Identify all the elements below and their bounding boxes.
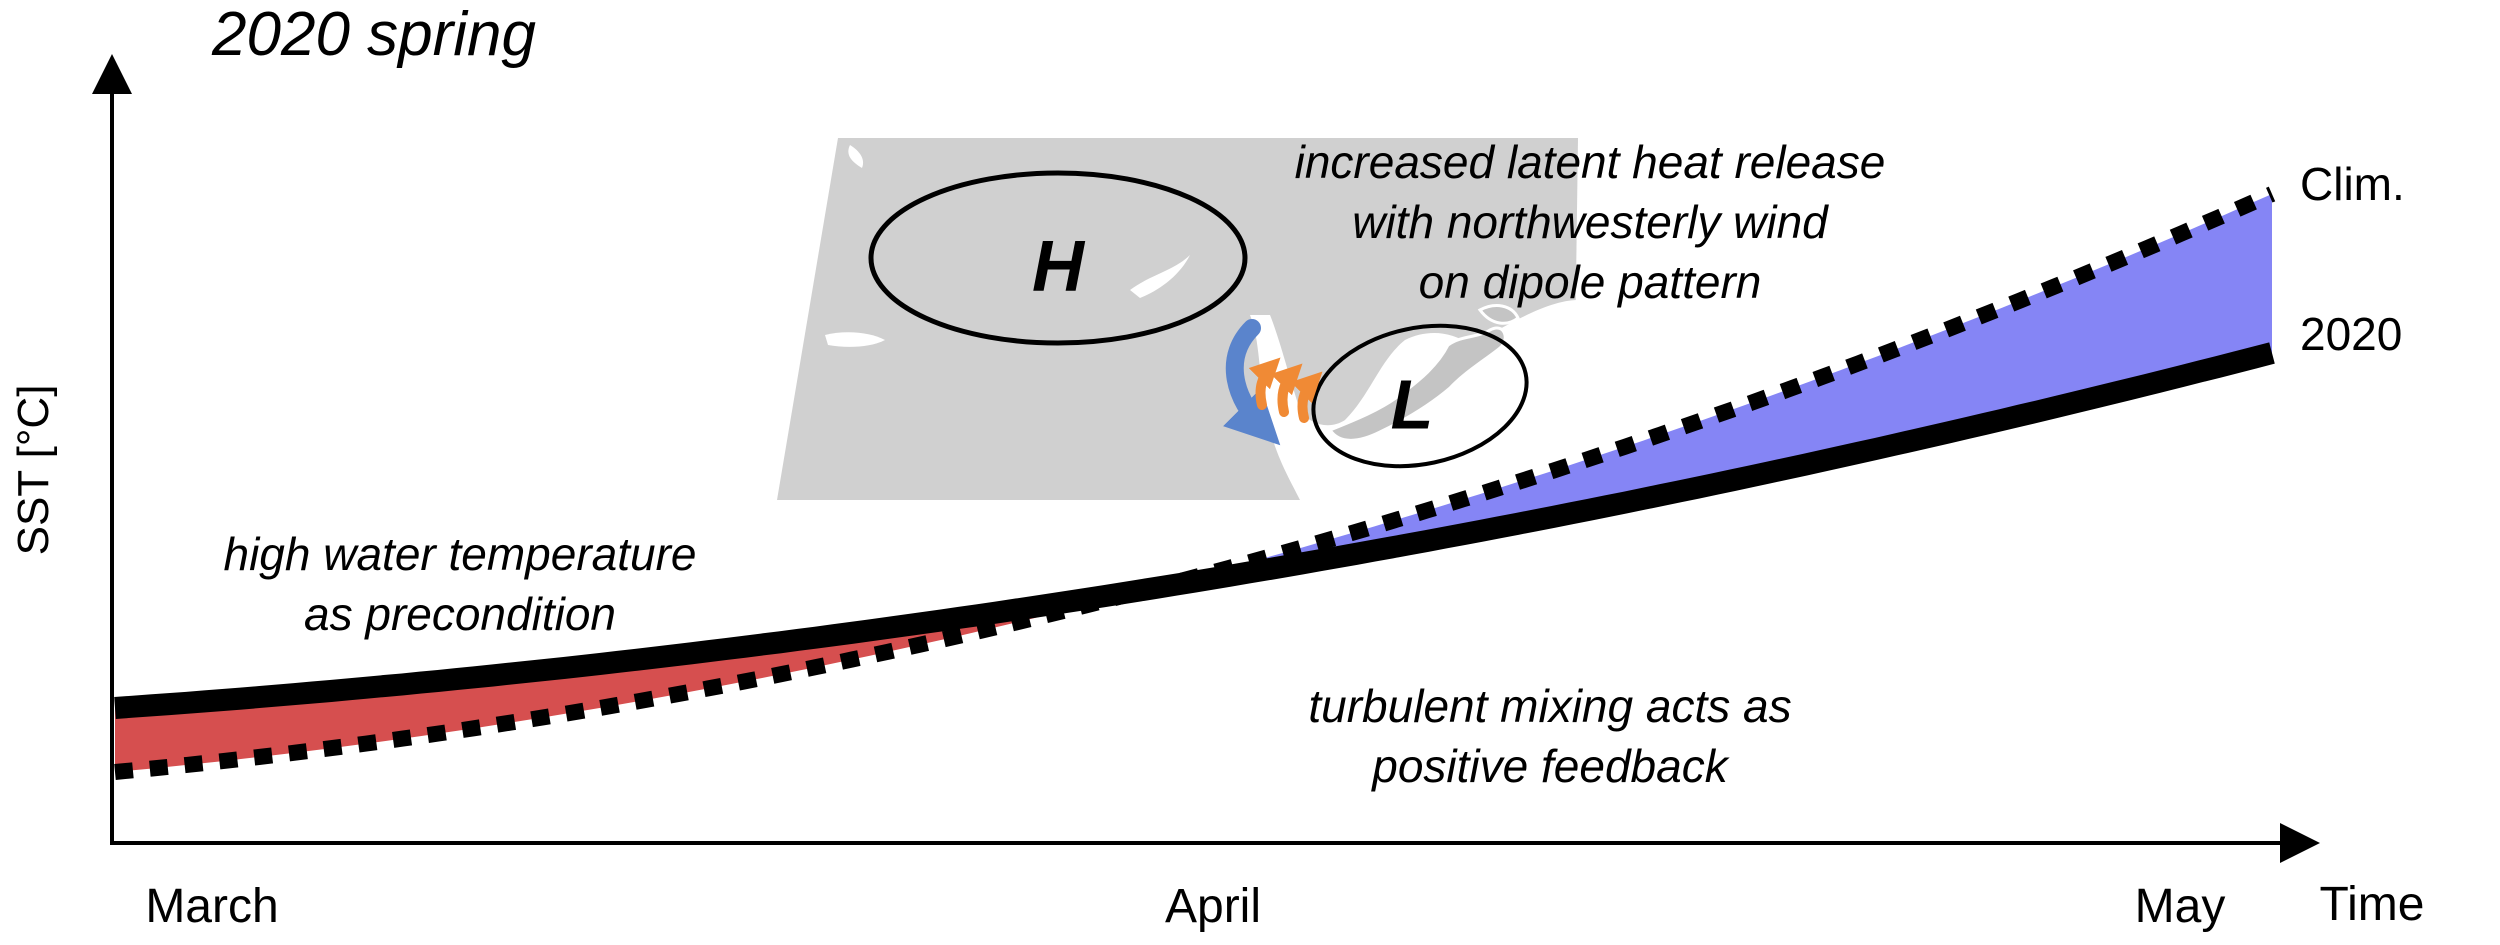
wind-arrow-icon — [1222, 319, 1281, 446]
coastline-bay — [825, 332, 885, 347]
annotation-line: on dipole pattern — [1419, 256, 1762, 308]
coastline-inlet — [1130, 255, 1190, 298]
high-pressure-label: H — [1032, 227, 1086, 307]
latent-heat-annotation: increased latent heat release with north… — [1295, 136, 1886, 308]
year-2020-curve — [114, 342, 2275, 719]
heat-flux-arrow-icon — [1248, 357, 1281, 410]
x-tick-march: March — [145, 880, 278, 933]
coastline-north — [848, 145, 864, 168]
precondition-annotation: high water temperature as precondition — [223, 528, 696, 640]
y-axis-label: SST [°C] — [9, 385, 58, 556]
annotation-line: positive feedback — [1370, 740, 1729, 792]
annotation-line: as precondition — [304, 588, 616, 640]
annotation-line: high water temperature — [223, 528, 696, 580]
figure-title: 2020 spring — [211, 0, 536, 69]
x-axis-label: Time — [2320, 878, 2425, 931]
inset-map: H L — [777, 138, 1578, 500]
low-pressure-label: L — [1391, 365, 1434, 443]
year-label: 2020 — [2300, 308, 2402, 360]
x-tick-april: April — [1165, 880, 1261, 933]
low-pressure-ellipse — [1311, 323, 1529, 469]
high-pressure-ellipse — [868, 170, 1248, 346]
x-tick-may: May — [2135, 880, 2226, 933]
annotation-line: turbulent mixing acts as — [1308, 680, 1791, 732]
japan-islands — [1327, 326, 1507, 442]
cool-anomaly-area — [1157, 194, 2272, 588]
annotation-line: increased latent heat release — [1295, 136, 1886, 188]
mixing-annotation: turbulent mixing acts as positive feedba… — [1308, 680, 1791, 792]
hokkaido-island — [1477, 304, 1520, 325]
heat-flux-arrow-icon — [1290, 371, 1323, 423]
annotation-line: with northwesterly wind — [1352, 196, 1829, 248]
clim-label: Clim. — [2300, 158, 2405, 210]
